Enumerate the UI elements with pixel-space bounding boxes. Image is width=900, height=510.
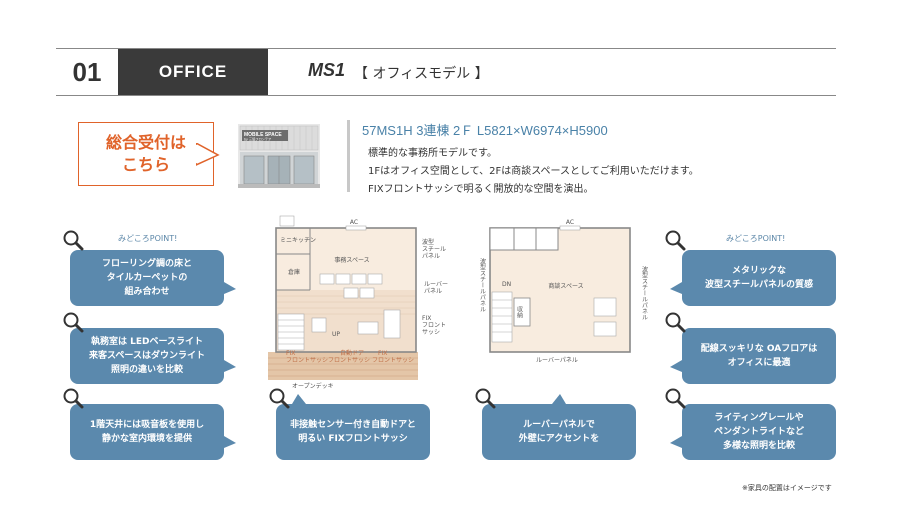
plan2-meeting-label: 商談スペース xyxy=(548,282,583,290)
magnifier-icon xyxy=(63,388,84,409)
furniture-footnote: ※家具の配置はイメージです xyxy=(742,484,832,492)
header-top-rule xyxy=(56,48,836,49)
plan2-ac-label: AC xyxy=(566,219,574,226)
point-bubble-louver[interactable]: ルーバーパネルで 外壁にアクセントを xyxy=(482,404,636,460)
point-bubble-ceiling[interactable]: 1階天井には吸音板を使用し 静かな室内環境を提供 xyxy=(70,404,224,460)
magnifier-icon xyxy=(269,388,290,409)
building-sign-line-1: MOBILE SPACE xyxy=(244,132,282,138)
callout-tail xyxy=(196,143,220,166)
point-bubble-lighting[interactable]: 執務室は LEDベースライト 来客スペースはダウンライト 照明の違いを比較 xyxy=(70,328,224,384)
plan1-louver-2: パネル xyxy=(424,288,442,295)
plan1-fix-b-2: フロントサッシ xyxy=(372,357,414,364)
reception-callout[interactable]: 総合受付は こちら xyxy=(78,122,214,186)
magnifier-icon xyxy=(63,230,84,251)
plan2-dn-label: DN xyxy=(502,281,511,288)
magnifier-icon xyxy=(63,312,84,333)
floor-plan-2f: AC 商談スペース DN 収納 波型スチールパネル 波型スチールパネル ルーバー… xyxy=(479,219,648,364)
plan1-fix-2: フロント xyxy=(422,322,446,329)
plan1-fix-a-1: FIX xyxy=(286,350,295,357)
point-bubble-oa-floor[interactable]: 配線スッキリな OAフロアは オフィスに最適 xyxy=(682,328,836,384)
floor-plan-1f: AC ミニキッチン 倉庫 事務スペース 波型 スチール パネル ルーバー パネル… xyxy=(268,215,448,390)
plan1-door-2: フロントサッシ xyxy=(328,357,370,364)
section-category: OFFICE xyxy=(118,49,268,95)
point-bubble-lighting-rail[interactable]: ライティングレールや ペンダントライトなど 多様な照明を比較 xyxy=(682,404,836,460)
plan1-fix-a-2: フロントサッシ xyxy=(286,357,328,364)
plan1-wave-1: 波型 xyxy=(422,238,434,246)
magnifier-icon xyxy=(665,388,686,409)
plan1-office-label: 事務スペース xyxy=(334,256,369,264)
building-photo: MOBILE SPACE by 三協フロンテア xyxy=(238,124,320,188)
model-subtitle: 【 オフィスモデル 】 xyxy=(354,66,489,82)
reception-line-1: 総合受付は xyxy=(105,133,186,152)
plan1-wave-3: パネル xyxy=(422,253,440,260)
magnifier-icon xyxy=(475,388,496,409)
spec-line-2: 1Fはオフィス空間として、2Fは商談スペースとしてご利用いただけます。 xyxy=(368,166,699,177)
spec-line-1: 標準的な事務所モデルです。 xyxy=(368,148,497,159)
reception-line-2: こちら xyxy=(121,155,170,174)
plan1-fix-3: サッシ xyxy=(422,329,440,336)
plan1-fix-b-1: FIX xyxy=(378,350,387,357)
plan1-up-label: UP xyxy=(332,331,340,338)
plan1-door-1: 自動ドア xyxy=(340,349,364,357)
point-bubble-steel-panel[interactable]: メタリックな 波型スチールパネルの質感 xyxy=(682,250,836,306)
points-header-right: みどころPOINT! xyxy=(726,234,786,243)
plan2-louver-label: ルーバーパネル xyxy=(536,357,578,364)
plan1-fix-1: FIX xyxy=(422,315,431,322)
plan2-wave-right: 波型スチールパネル xyxy=(641,265,648,320)
plan1-storage-label: 倉庫 xyxy=(288,268,300,276)
plan1-ac-label: AC xyxy=(350,219,358,226)
spec-title: 57MS1H 3連棟 2Ｆ L5821×W6974×H5900 xyxy=(362,123,608,138)
section-number: 01 xyxy=(72,56,102,87)
spec-divider xyxy=(347,120,350,192)
plan1-louver-1: ルーバー xyxy=(424,281,448,288)
plan1-wave-2: スチール xyxy=(422,246,446,253)
header-bottom-rule xyxy=(56,95,836,96)
plan1-deck-label: オープンデッキ xyxy=(292,382,334,390)
building-sign-line-2: by 三協フロンテア xyxy=(244,137,271,142)
plan2-storage-label: 収納 xyxy=(516,306,523,319)
point-bubble-autodoor[interactable]: 非接触センサー付き自動ドアと 明るい FIXフロントサッシ xyxy=(276,404,430,460)
points-header-left: みどころPOINT! xyxy=(118,234,178,243)
plan2-wave-left: 波型スチールパネル xyxy=(479,257,486,312)
point-bubble-flooring[interactable]: フローリング調の床と タイルカーペットの 組み合わせ xyxy=(70,250,224,306)
magnifier-icon xyxy=(665,230,686,251)
model-name: MS1 xyxy=(308,60,346,80)
plan1-kitchen-label: ミニキッチン xyxy=(280,237,316,244)
spec-line-3: FIXフロントサッシで明るく開放的な空間を演出。 xyxy=(368,184,594,195)
magnifier-icon xyxy=(665,312,686,333)
